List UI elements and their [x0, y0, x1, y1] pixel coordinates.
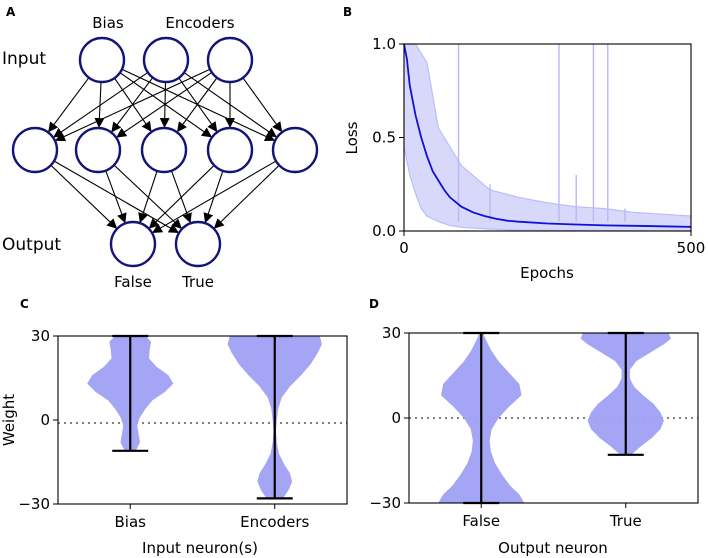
c-xtick-label-1: Encoders [240, 513, 309, 531]
c-xtick-label-0: Bias [115, 513, 147, 531]
edge-h0-out0 [50, 164, 118, 229]
input-node-1 [142, 36, 190, 84]
output-weights-chart: False True 30 0 −30 Output neuron [369, 324, 699, 557]
false-node-label: False [114, 273, 152, 291]
edge-h3-out0 [148, 164, 215, 229]
c-ytick-label-1: 0 [40, 411, 50, 429]
loss-ytick-label-0: 0.0 [372, 222, 396, 240]
hidden-node-2 [140, 126, 188, 174]
c-ytick-label-2: −30 [18, 495, 50, 513]
loss-ticks: 0 500 0.0 0.5 1.0 [372, 35, 705, 257]
input-node-2 [206, 36, 254, 84]
loss-chart: 0 500 0.0 0.5 1.0 Epochs Loss [343, 35, 705, 282]
hidden-node-3 [206, 126, 254, 174]
edge-in1-h0 [53, 72, 149, 138]
loss-upper-trace [404, 43, 692, 217]
edge-h1-out0 [105, 170, 127, 224]
c-x-axis-title: Input neuron(s) [142, 539, 258, 557]
edge-in2-h4 [242, 77, 283, 133]
true-node-label: True [181, 273, 214, 291]
edge-in2-h2 [177, 77, 218, 133]
input-weights-chart: Bias Encoders 30 0 −30 Input neuron(s) Weigh… [0, 327, 348, 557]
d-x-axis-title: Output neuron [498, 539, 608, 557]
loss-ytick-label-1: 0.5 [372, 129, 396, 147]
loss-mean-curve [403, 43, 692, 228]
edge-h4-out0 [152, 160, 277, 233]
c-ytick-label-0: 30 [31, 327, 50, 345]
hidden-node-4 [271, 126, 319, 174]
d-ytick-label-2: −30 [369, 494, 401, 512]
panel-letter-b: B [343, 5, 352, 19]
loss-lower-trace [403, 146, 692, 232]
output-layer-label: Output [2, 235, 61, 255]
hidden-node-1 [74, 126, 122, 174]
panel-letter-a: A [6, 5, 16, 19]
output-node-1 [174, 220, 222, 268]
edge-in2-h1 [116, 71, 213, 138]
network-nodes [11, 36, 319, 268]
network-diagram: Input Output Bias Encoders False True [2, 14, 319, 291]
loss-range-band [404, 44, 691, 231]
edge-in2-h0 [54, 68, 211, 142]
input-layer-label: Input [2, 49, 46, 69]
c-y-axis-title: Weight [0, 394, 18, 446]
input-node-0 [78, 36, 126, 84]
c-ticks: Bias Encoders 30 0 −30 [18, 327, 309, 531]
panel-letter-d: D [369, 297, 379, 311]
loss-ytick-label-2: 1.0 [372, 35, 396, 53]
d-xtick-label-0: False [462, 512, 500, 530]
edge-h1-out1 [113, 164, 182, 229]
loss-xtick-label-1: 500 [677, 239, 706, 257]
edge-in0-h1 [94, 81, 105, 129]
encoders-node-label: Encoders [165, 14, 234, 32]
loss-plot-area [403, 43, 692, 232]
d-ytick-label-1: 0 [391, 409, 401, 427]
panel-letter-c: C [20, 297, 29, 311]
edge-h2-out0 [138, 170, 158, 224]
loss-x-axis-title: Epochs [520, 264, 574, 282]
output-node-0 [109, 220, 157, 268]
input-violins [87, 334, 322, 500]
edge-h2-out1 [170, 170, 192, 224]
d-ticks: False True 30 0 −30 [369, 324, 641, 530]
loss-y-axis-title: Loss [343, 121, 361, 154]
network-edges [48, 68, 283, 234]
loss-xtick-label-0: 0 [399, 239, 409, 257]
edge-in0-h0 [48, 77, 90, 133]
edge-in0-h3 [119, 72, 213, 138]
d-xtick-label-1: True [609, 512, 642, 530]
d-ytick-label-0: 30 [382, 324, 401, 342]
edge-h4-out1 [213, 164, 280, 229]
bias-node-label: Bias [92, 14, 124, 32]
hidden-node-0 [11, 126, 59, 174]
